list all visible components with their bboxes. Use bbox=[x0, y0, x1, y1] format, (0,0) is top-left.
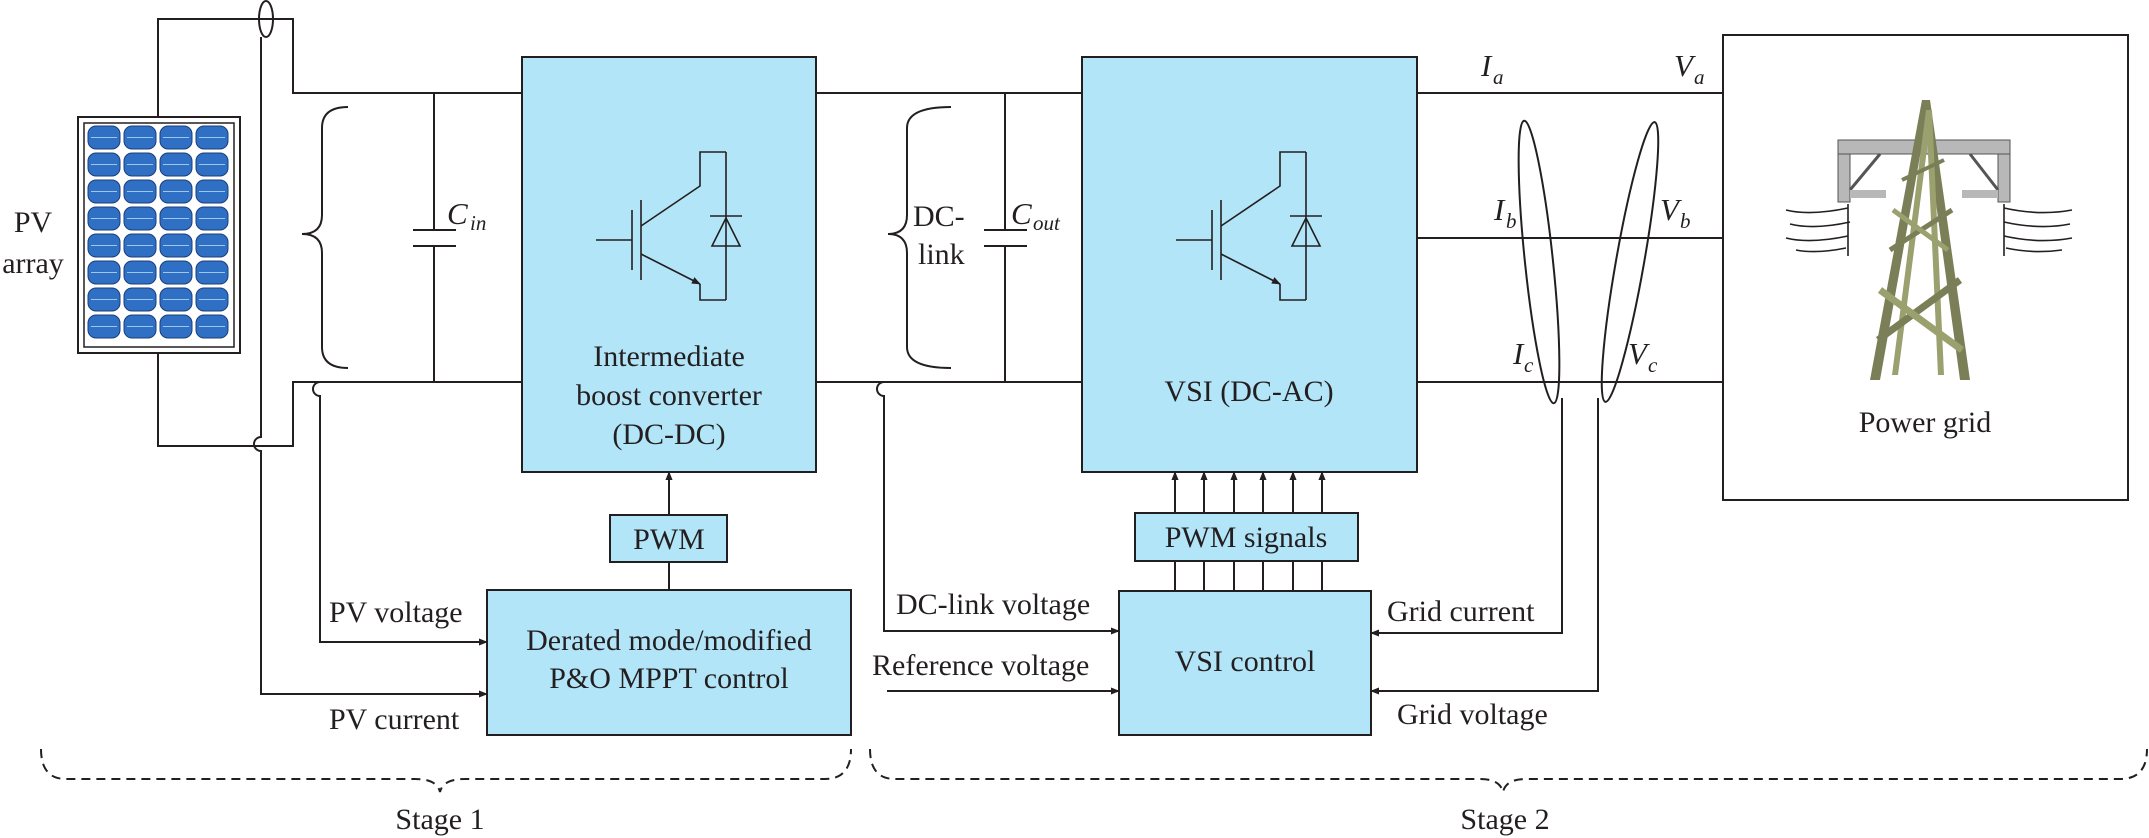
vsi-block bbox=[1081, 56, 1418, 473]
pwm-label: PWM bbox=[633, 523, 705, 556]
grid-current-sense-line bbox=[1370, 398, 1563, 637]
ia-label-sub: a bbox=[1493, 65, 1504, 89]
vsi-control-label: VSI control bbox=[1175, 645, 1316, 678]
vsi-igbt-icon bbox=[1176, 151, 1322, 301]
vb-label: V bbox=[1660, 192, 1682, 227]
grid-current-sensor bbox=[1517, 119, 1561, 405]
vb-label-sub: b bbox=[1680, 209, 1691, 233]
grid-voltage-sense-line bbox=[1370, 398, 1599, 695]
mppt-control-block bbox=[486, 589, 852, 736]
transmission-tower-icon bbox=[1785, 100, 2073, 380]
pv-current-label: PV current bbox=[329, 703, 460, 736]
reference-voltage-label: Reference voltage bbox=[872, 649, 1089, 682]
pv-array-label-line1: PV bbox=[14, 206, 53, 239]
boost-label-line2: boost converter bbox=[576, 379, 762, 412]
ic-label-sub: c bbox=[1524, 353, 1534, 377]
va-label: V bbox=[1674, 48, 1696, 83]
va-label-sub: a bbox=[1694, 65, 1705, 89]
stage1-brace bbox=[40, 748, 852, 793]
cin-label-sub: in bbox=[470, 211, 486, 235]
three-phase-lines bbox=[1417, 92, 1723, 383]
grid-current-label: Grid current bbox=[1387, 595, 1535, 628]
ic-label: I bbox=[1512, 336, 1525, 371]
pv-voltage-label: PV voltage bbox=[329, 596, 463, 629]
vc-label: V bbox=[1628, 336, 1650, 371]
ib-label: I bbox=[1493, 192, 1506, 227]
pv-array-label-line2: array bbox=[2, 247, 64, 280]
pv-voltage-sense-line bbox=[312, 381, 488, 646]
mppt-label-line2: P&O MPPT control bbox=[549, 662, 789, 695]
dc-link-brace bbox=[887, 106, 952, 369]
stage2-brace bbox=[869, 748, 2148, 793]
grid-voltage-label: Grid voltage bbox=[1397, 698, 1548, 731]
pv-current-sense-line bbox=[253, 37, 488, 698]
stage2-label: Stage 2 bbox=[1460, 803, 1549, 836]
power-grid-label: Power grid bbox=[1859, 406, 1991, 439]
cin-label: C bbox=[447, 196, 468, 231]
input-brace bbox=[301, 106, 349, 369]
dc-link-label-line1: DC- bbox=[913, 200, 965, 233]
pwm-signals-block bbox=[1134, 512, 1359, 562]
pv-current-sensor bbox=[258, 0, 274, 38]
capacitor-cin bbox=[413, 93, 456, 382]
pwm-signal-arrows bbox=[1171, 471, 1326, 513]
pwm-signals-label: PWM signals bbox=[1165, 521, 1328, 554]
boost-label-line3: (DC-DC) bbox=[612, 418, 725, 451]
mppt-label-line1: Derated mode/modified bbox=[526, 624, 812, 657]
pv-wiring bbox=[157, 18, 522, 447]
dc-link-voltage-sense-line bbox=[876, 381, 1120, 635]
vsi-control-to-pwm-lines bbox=[1174, 561, 1323, 591]
pv-array-panel bbox=[77, 116, 241, 354]
stage1-label: Stage 1 bbox=[395, 803, 484, 836]
vc-label-sub: c bbox=[1648, 353, 1658, 377]
vsi-control-block bbox=[1118, 590, 1372, 736]
capacitor-cout bbox=[984, 93, 1027, 382]
vsi-label: VSI (DC-AC) bbox=[1164, 375, 1333, 408]
cout-label-sub: out bbox=[1033, 211, 1061, 235]
pv-cell-grid bbox=[87, 125, 229, 339]
boost-label-line1: Intermediate bbox=[593, 340, 745, 373]
grid-voltage-sensor bbox=[1600, 121, 1660, 403]
igbt-diode-icon bbox=[596, 151, 742, 301]
ia-label: I bbox=[1480, 48, 1493, 83]
ib-label-sub: b bbox=[1506, 209, 1517, 233]
cout-label: C bbox=[1011, 196, 1032, 231]
dc-link-label-line2: link bbox=[918, 238, 965, 271]
dc-link-wiring bbox=[816, 92, 1082, 383]
boost-converter-block bbox=[521, 56, 817, 473]
dc-link-voltage-label: DC-link voltage bbox=[896, 588, 1090, 621]
